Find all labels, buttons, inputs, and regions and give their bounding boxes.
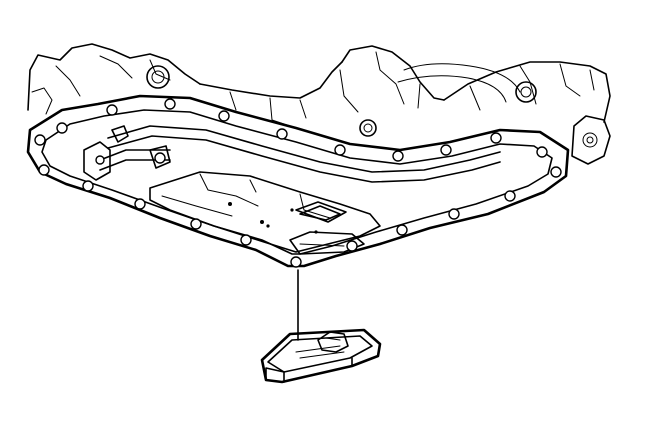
bolt	[34, 134, 46, 146]
pan-flange	[26, 94, 570, 268]
bolt	[448, 208, 460, 220]
bolt	[396, 224, 408, 236]
bolt	[38, 164, 50, 176]
bolt	[550, 166, 562, 178]
transmission-case	[27, 43, 611, 165]
bolt	[190, 218, 202, 230]
fluid-filter	[260, 328, 382, 384]
pan-bolts	[34, 98, 562, 268]
valve-body	[149, 171, 381, 255]
oil-tubes	[83, 125, 501, 183]
bolt	[134, 198, 146, 210]
bolt	[504, 190, 516, 202]
bolt	[218, 110, 230, 122]
bolt	[164, 98, 176, 110]
bolt	[240, 234, 252, 246]
bolt	[276, 128, 288, 140]
bolt	[82, 180, 94, 192]
bolt	[56, 122, 68, 134]
bolt	[392, 150, 404, 162]
bolt	[334, 144, 346, 156]
bolt	[536, 146, 548, 158]
bolt	[490, 132, 502, 144]
bolt	[440, 144, 452, 156]
bolt	[346, 240, 358, 252]
bolt	[106, 104, 118, 116]
bolt	[290, 256, 302, 268]
